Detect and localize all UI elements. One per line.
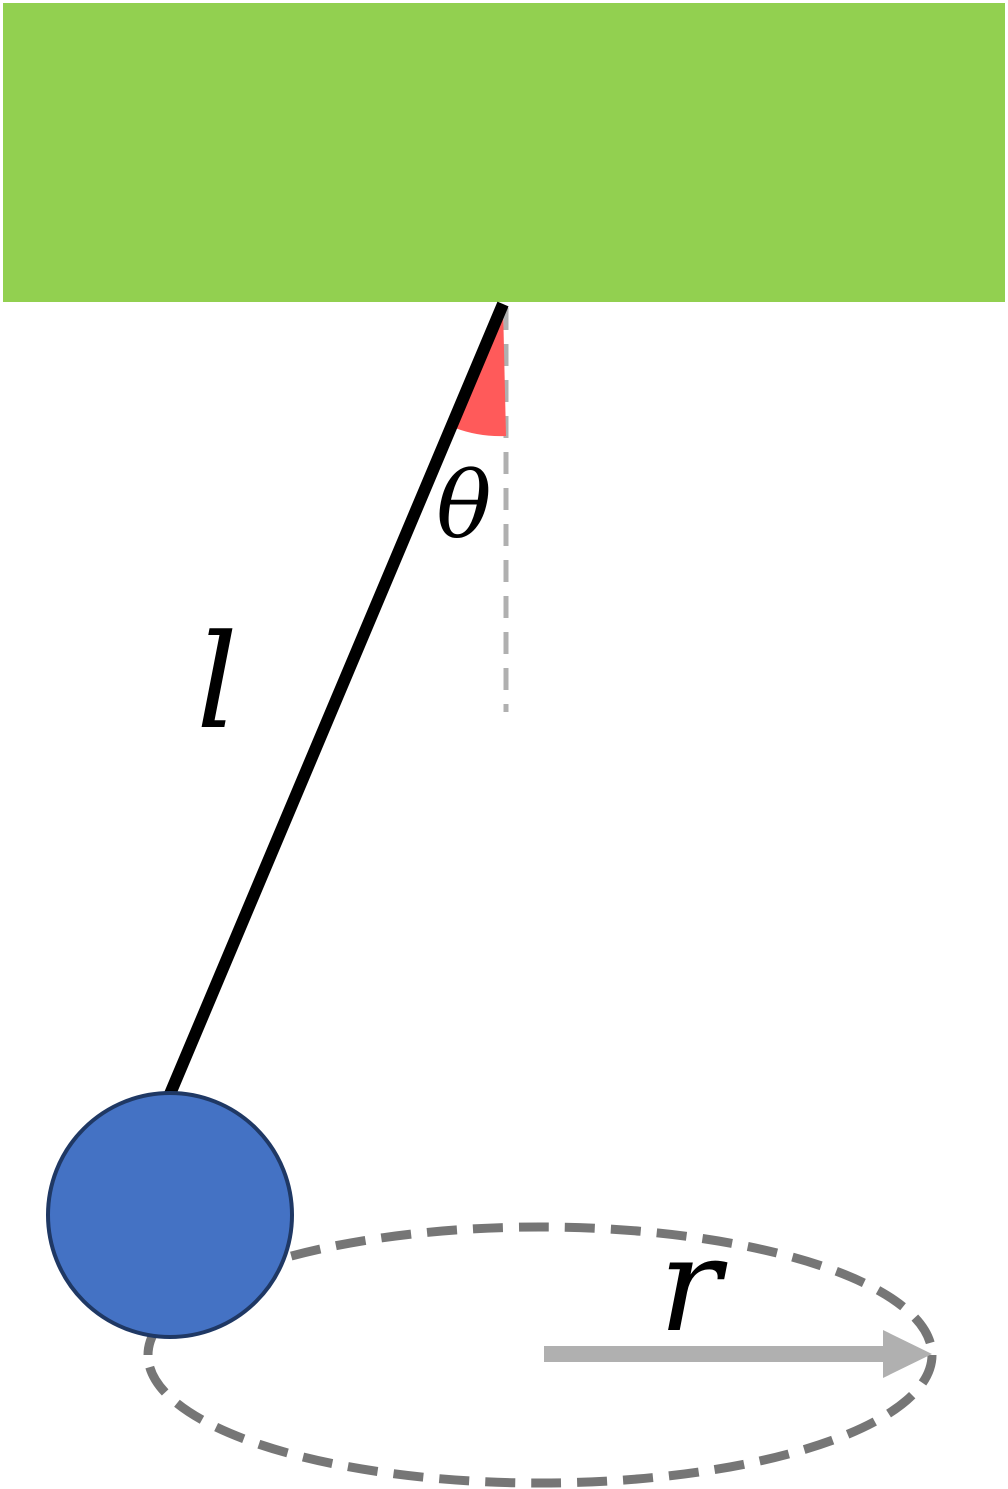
pendulum-string [164,301,509,1097]
radius-arrow-head [883,1330,932,1378]
circular-orbit-path-front [143,1354,937,1488]
pendulum-bob [46,1091,294,1339]
ceiling-support [3,3,1005,302]
length-label: l [196,606,238,758]
angle-label: θ [436,452,491,559]
radius-label: r [659,1209,728,1361]
circular-orbit-path-back [143,1222,937,1356]
